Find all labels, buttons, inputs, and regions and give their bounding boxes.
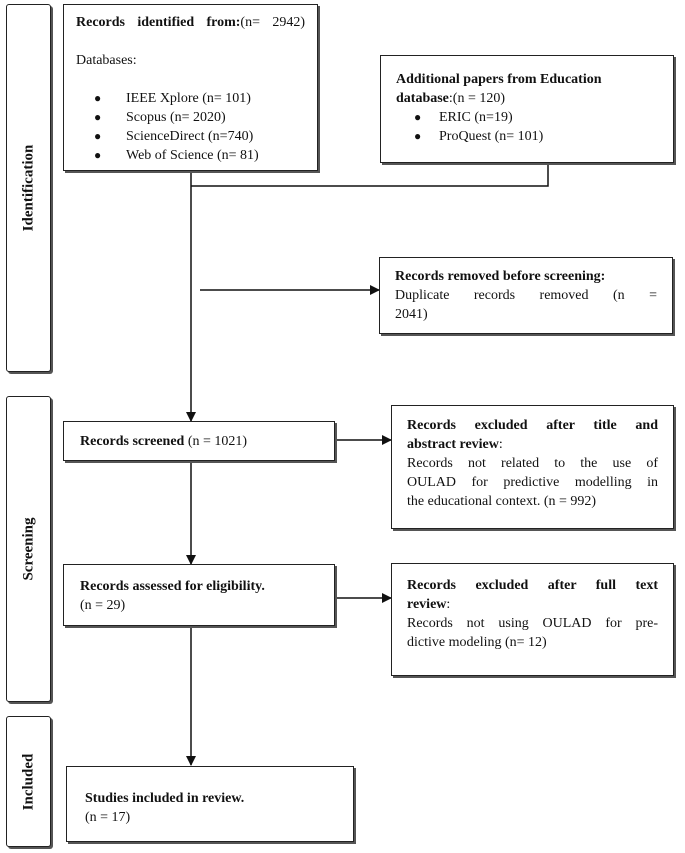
additional-title-line1: Additional papers from Education [396,72,602,87]
excluded-full-heading-line2: review: [407,595,658,614]
excluded-title-detail-line2: OULAD for predictive modelling in [407,475,658,490]
eligibility-title: Records assessed for eligibility. [80,579,265,594]
studies-included-title: Studies included in review. [85,791,245,806]
databases-list: IEEE Xplore (n= 101) Scopus (n= 2020) Sc… [76,89,305,165]
excluded-full-heading-review: review [407,597,447,612]
records-identified-title: Records identified from: [76,15,241,30]
excluded-full-detail-line2: dictive modeling (n= 12) [407,635,547,650]
excluded-title-abstract-box: Records excluded after title and abstrac… [391,405,674,529]
excluded-title-heading-line1: Records excluded after title and [407,418,658,433]
databases-label: Databases: [76,53,137,68]
database-item: ScienceDirect (n=740) [76,127,305,146]
additional-count: :(n = 120) [448,91,506,106]
excluded-title-heading-line2: abstract review: [407,435,658,454]
studies-included-box: Studies included in review. (n = 17) [66,766,354,842]
phase-screening: Screening [6,396,51,702]
records-screened-title: Records screened [80,434,185,449]
records-identified-box: Records identified from:(n= 2942) Databa… [63,4,318,171]
additional-title-line2: database:(n = 120) [396,89,658,108]
excluded-full-detail-line1: Records not using OULAD for pre- [407,616,658,631]
additional-item: ERIC (n=19) [396,108,658,127]
records-removed-detail-line2: 2041) [395,307,428,322]
additional-list: ERIC (n=19) ProQuest (n= 101) [396,108,658,146]
excluded-title-detail-line3: the educational context. (n = 992) [407,494,597,509]
excluded-title-colon: : [498,437,503,452]
additional-item: ProQuest (n= 101) [396,127,658,146]
database-item: IEEE Xplore (n= 101) [76,89,305,108]
connector-additional-join [191,163,549,187]
records-removed-detail-line1: Duplicate records removed (n = [395,288,657,303]
excluded-full-colon: : [446,597,451,612]
excluded-title-detail-line1: Records not related to the use of [407,456,658,471]
records-removed-title: Records removed before screening: [395,269,606,284]
excluded-title-heading-abstract: abstract review [407,437,499,452]
excluded-full-text-box: Records excluded after full text review:… [391,563,674,676]
additional-papers-box: Additional papers from Education databas… [380,55,674,163]
database-item: Web of Science (n= 81) [76,146,305,165]
records-screened-box: Records screened (n = 1021) [63,421,335,461]
records-identified-count: (n= 2942) [240,15,305,30]
phase-identification: Identification [6,4,51,372]
records-removed-box: Records removed before screening: Duplic… [379,257,673,334]
phase-included: Included [6,716,51,847]
excluded-full-heading-line1: Records excluded after full text [407,578,658,593]
records-screened-count: (n = 1021) [187,434,248,449]
additional-title-database: database [396,91,449,106]
eligibility-count: (n = 29) [80,598,126,613]
eligibility-box: Records assessed for eligibility. (n = 2… [63,564,335,626]
studies-included-count: (n = 17) [85,810,131,825]
database-item: Scopus (n= 2020) [76,108,305,127]
records-identified-title-line: Records identified from:(n= 2942) [76,13,305,32]
